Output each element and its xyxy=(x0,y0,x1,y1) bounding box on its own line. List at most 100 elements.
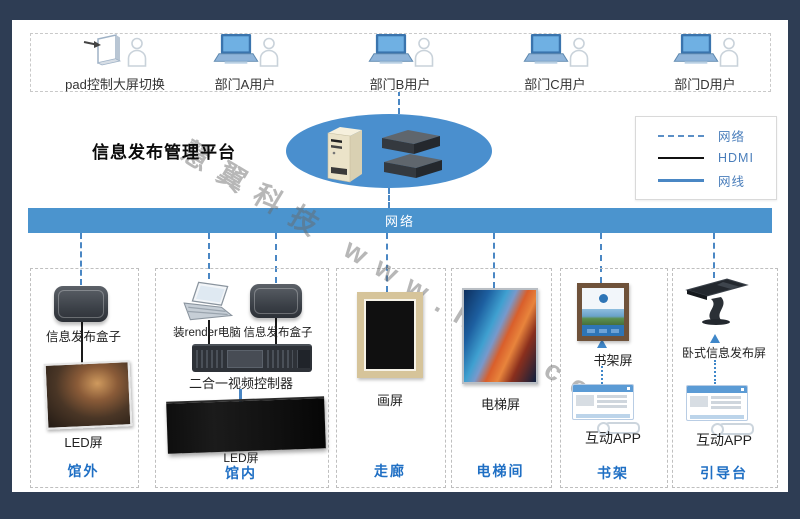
zone-name-bookshelf: 书架 xyxy=(597,465,629,481)
zone-box-elevator xyxy=(451,268,552,488)
person-icon xyxy=(258,37,280,72)
black-line-sample xyxy=(658,157,704,159)
hdmi-line xyxy=(208,320,210,346)
person-icon xyxy=(718,37,740,72)
zone-name-elevator: 电梯间 xyxy=(476,463,525,479)
network-drop-line xyxy=(80,233,82,285)
hdmi-line xyxy=(81,322,83,366)
network-drop-line xyxy=(600,233,602,283)
zone-box-bookshelf xyxy=(560,268,668,488)
tablet-pad-icon xyxy=(82,33,122,72)
app-image-block xyxy=(690,396,708,407)
laptop-icon xyxy=(210,33,262,72)
painting-screen-display xyxy=(366,301,414,369)
network-drop-line xyxy=(493,233,495,288)
network-link-platform-bar xyxy=(388,188,390,208)
device-label: 互动APP xyxy=(695,432,752,448)
legend-hdmi-label: HDMI xyxy=(718,151,754,165)
app-image-block xyxy=(576,395,594,406)
user-label: 部门A用户 xyxy=(214,77,276,92)
legend-lan-row: 网线 xyxy=(636,171,776,190)
network-bar-label: 网络 xyxy=(384,214,415,229)
bookshelf-screen-icon xyxy=(577,283,629,341)
outdoor-led-screen xyxy=(43,360,133,430)
user-label: 部门D用户 xyxy=(674,77,736,92)
controller-panel xyxy=(226,350,263,368)
painting-screen-icon xyxy=(357,292,423,378)
controller-vent xyxy=(266,349,293,369)
interactive-app-icon xyxy=(572,384,640,435)
network-drop-line xyxy=(208,233,210,279)
legend-network-row: 网络 xyxy=(636,126,776,145)
app-window xyxy=(572,384,634,420)
person-icon xyxy=(568,37,590,72)
video-controller-icon xyxy=(192,344,312,372)
device-label: 装render电脑 xyxy=(173,327,241,339)
network-drop-line xyxy=(386,233,388,292)
controller-vent xyxy=(196,349,223,369)
app-bottom-row xyxy=(690,415,744,419)
zone-name-guide: 引导台 xyxy=(700,465,748,481)
person-icon xyxy=(126,37,148,72)
app-text-lines xyxy=(597,395,627,410)
app-logo-dot xyxy=(598,294,608,304)
laptop-icon xyxy=(365,33,417,72)
hdmi-line xyxy=(275,318,277,346)
zone-box-guide xyxy=(672,268,778,488)
app-link-line xyxy=(601,366,603,384)
network-drop-line xyxy=(713,233,715,278)
user-item-dept-d: 部门D用户 xyxy=(640,33,770,93)
app-titlebar xyxy=(573,385,633,392)
magnifier-pill-icon xyxy=(597,422,640,435)
app-window xyxy=(686,385,748,421)
lan-line xyxy=(239,389,242,402)
up-arrow-icon xyxy=(597,339,607,348)
publish-box-icon xyxy=(250,284,302,318)
storage-stack-icon xyxy=(376,126,446,189)
laptop-icon xyxy=(670,33,722,72)
publish-box-icon xyxy=(54,286,108,322)
device-label: 信息发布盒子 xyxy=(45,330,121,344)
app-bottom-row xyxy=(576,414,630,418)
controller-handle xyxy=(297,349,310,369)
network-bar: 网络 xyxy=(28,208,772,233)
user-item-dept-b: 部门B用户 xyxy=(340,33,460,93)
elevator-screen-icon xyxy=(462,288,538,384)
render-laptop-icon xyxy=(180,280,238,327)
platform-ellipse xyxy=(286,114,492,188)
bookshelf-screen-menu xyxy=(582,325,624,336)
device-label: LED屏 xyxy=(64,435,103,450)
device-label: 书架屏 xyxy=(593,353,633,368)
user-label: 部门B用户 xyxy=(369,77,431,92)
zone-box-corridor xyxy=(336,268,446,488)
zone-name-outdoor: 馆外 xyxy=(67,463,100,479)
zone-name-indoor: 馆内 xyxy=(225,465,257,481)
user-item-pad: pad控制大屏切换 xyxy=(35,33,195,93)
platform-title: 信息发布管理平台 xyxy=(92,143,236,162)
network-drop-line xyxy=(275,233,277,283)
device-label: LED屏 xyxy=(223,451,259,465)
legend: 网络 HDMI 网线 xyxy=(635,116,777,200)
blue-line-sample xyxy=(658,179,704,182)
legend-lan-label: 网线 xyxy=(718,175,746,189)
app-text-lines xyxy=(711,396,741,411)
kiosk-icon xyxy=(683,276,749,339)
legend-hdmi-row: HDMI xyxy=(636,151,776,165)
laptop-icon xyxy=(520,33,572,72)
device-label: 信息发布盒子 xyxy=(243,327,313,339)
user-label: pad控制大屏切换 xyxy=(65,77,165,92)
device-label: 画屏 xyxy=(376,393,403,408)
device-label: 互动APP xyxy=(584,430,641,446)
bookshelf-screen-header xyxy=(582,288,624,310)
server-tower-icon xyxy=(322,124,368,189)
user-label: 部门C用户 xyxy=(524,77,586,92)
device-label: 电梯屏 xyxy=(480,397,520,412)
device-label: 二合一视频控制器 xyxy=(188,376,293,391)
interactive-app-icon xyxy=(686,385,754,436)
device-label: 卧式信息发布屏 xyxy=(681,346,766,360)
bookshelf-screen-photo xyxy=(582,309,624,326)
magnifier-pill-icon xyxy=(711,423,754,436)
network-link-userb-platform xyxy=(398,90,400,114)
diagram-background xyxy=(12,20,788,492)
